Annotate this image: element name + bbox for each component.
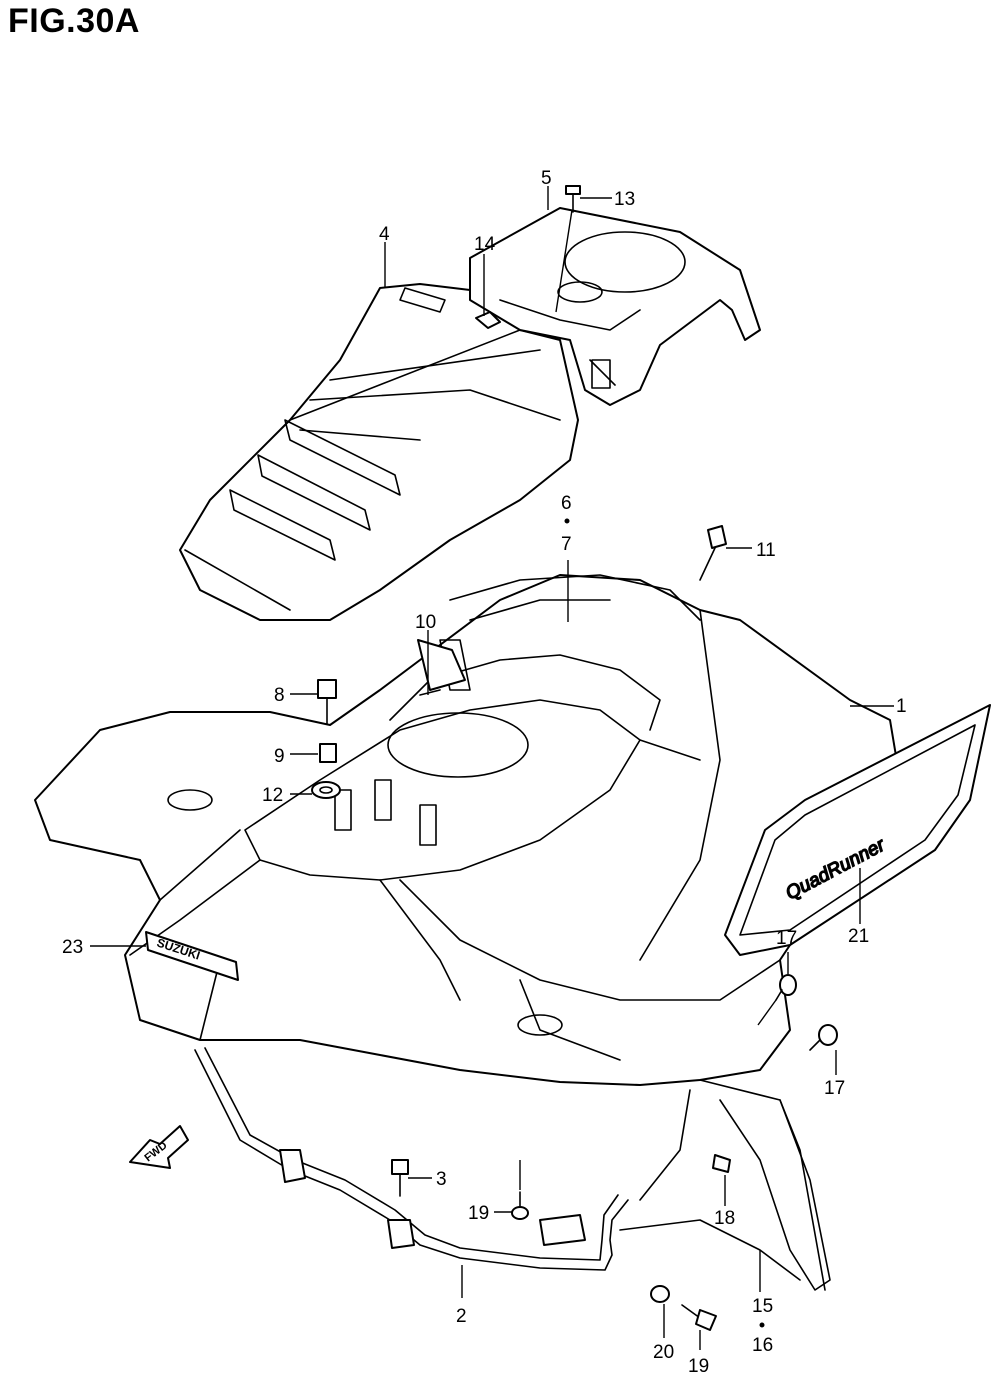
part-10-bracket xyxy=(417,639,466,696)
callout-9: 9 xyxy=(274,746,285,767)
part-17-screw-b xyxy=(809,1024,838,1051)
callout-7: 7 xyxy=(561,534,572,555)
callout-13: 13 xyxy=(614,189,635,210)
callout-11: 11 xyxy=(756,540,776,561)
part-5-front-cover xyxy=(469,207,761,406)
callout-20: 19 xyxy=(688,1356,709,1377)
leader-lines xyxy=(90,186,894,1350)
callout-10: 10 xyxy=(415,612,436,633)
callout-1: 1 xyxy=(896,696,907,717)
fwd-arrow-icon: FWD xyxy=(129,1125,189,1169)
part-3-bolt xyxy=(391,1159,409,1197)
callout-5: 5 xyxy=(541,168,552,189)
callout-labels: 5 13 4 14 6 7 11 10 1 8 9 12 21 23 17 17… xyxy=(62,168,907,1377)
part-2-brace xyxy=(194,1047,629,1271)
callout-17-upper: 17 xyxy=(776,928,797,949)
part-13-screw xyxy=(565,185,581,213)
callout-6-dot xyxy=(564,518,570,524)
part-14-clip xyxy=(475,311,501,329)
figure-title: FIG.30A xyxy=(8,2,140,40)
callout-8: 8 xyxy=(274,685,285,706)
callout-4: 4 xyxy=(379,224,390,245)
part-4-seat-cover xyxy=(179,283,579,621)
callout-12: 12 xyxy=(262,785,283,806)
callout-22: 21 xyxy=(848,926,869,947)
part-17-screw-a xyxy=(775,974,797,1001)
part-19-screw xyxy=(511,1191,529,1220)
part-9-collar xyxy=(319,743,337,763)
callout-2: 2 xyxy=(456,1306,467,1327)
callout-16: 16 xyxy=(752,1335,773,1356)
callout-17-lower: 17 xyxy=(824,1078,845,1099)
callout-19: 19 xyxy=(468,1203,489,1224)
callout-23: 23 xyxy=(62,937,83,958)
part-8-bolt xyxy=(317,679,337,725)
callout-15: 15 xyxy=(752,1296,773,1317)
callout-15-dot xyxy=(759,1322,765,1328)
part-12-grommet xyxy=(311,781,341,799)
part-22-decal: QuadRunner xyxy=(724,704,991,956)
callout-14: 14 xyxy=(474,234,496,255)
callout-18: 18 xyxy=(714,1208,735,1229)
part-11-bolt xyxy=(699,525,727,581)
callout-21: 20 xyxy=(653,1342,674,1363)
callout-6: 6 xyxy=(561,493,572,514)
callout-3: 3 xyxy=(436,1169,447,1190)
part-20-bolt xyxy=(681,1304,717,1331)
part-21-nut xyxy=(650,1285,670,1303)
part-18-clip xyxy=(712,1154,731,1173)
